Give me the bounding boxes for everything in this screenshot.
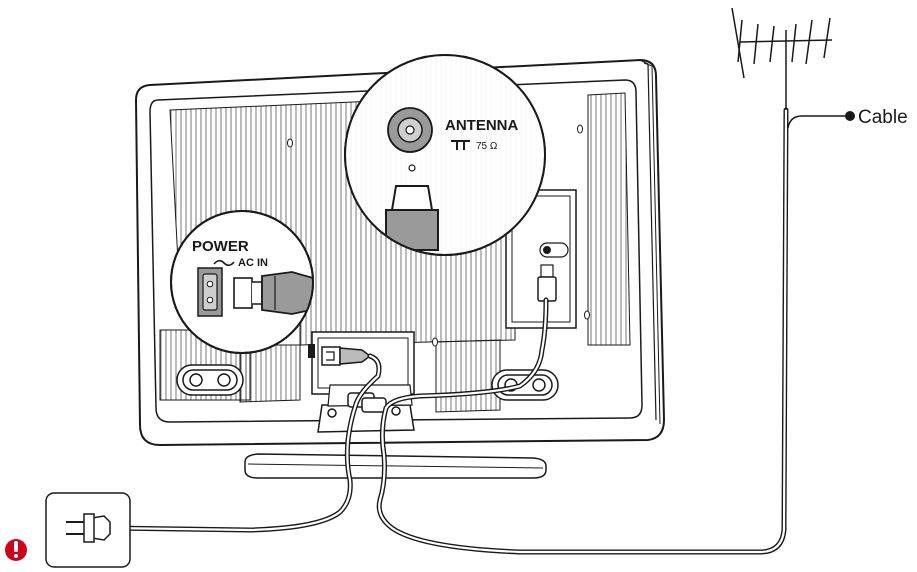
cable-label: Cable xyxy=(858,107,908,128)
ac-in-label: AC IN xyxy=(238,257,268,269)
antenna-label: ANTENNA xyxy=(445,117,518,134)
antenna-magnifier xyxy=(344,54,546,256)
cable-callout xyxy=(787,111,855,129)
power-label: POWER xyxy=(192,238,249,255)
antenna-impedance: 75 Ω xyxy=(476,141,498,152)
wall-mount-left xyxy=(176,364,244,396)
antenna-symbol-icon xyxy=(451,140,470,150)
wall-socket xyxy=(45,492,131,568)
center-connector-box xyxy=(308,331,415,395)
rooftop-antenna xyxy=(731,7,833,110)
tv-cables-inner xyxy=(108,108,788,554)
side-connector-panel xyxy=(505,189,577,329)
power-magnifier xyxy=(170,210,314,354)
exclamation-icon xyxy=(5,539,27,561)
ac-wave-icon xyxy=(213,259,235,267)
cable-clip xyxy=(347,392,387,413)
